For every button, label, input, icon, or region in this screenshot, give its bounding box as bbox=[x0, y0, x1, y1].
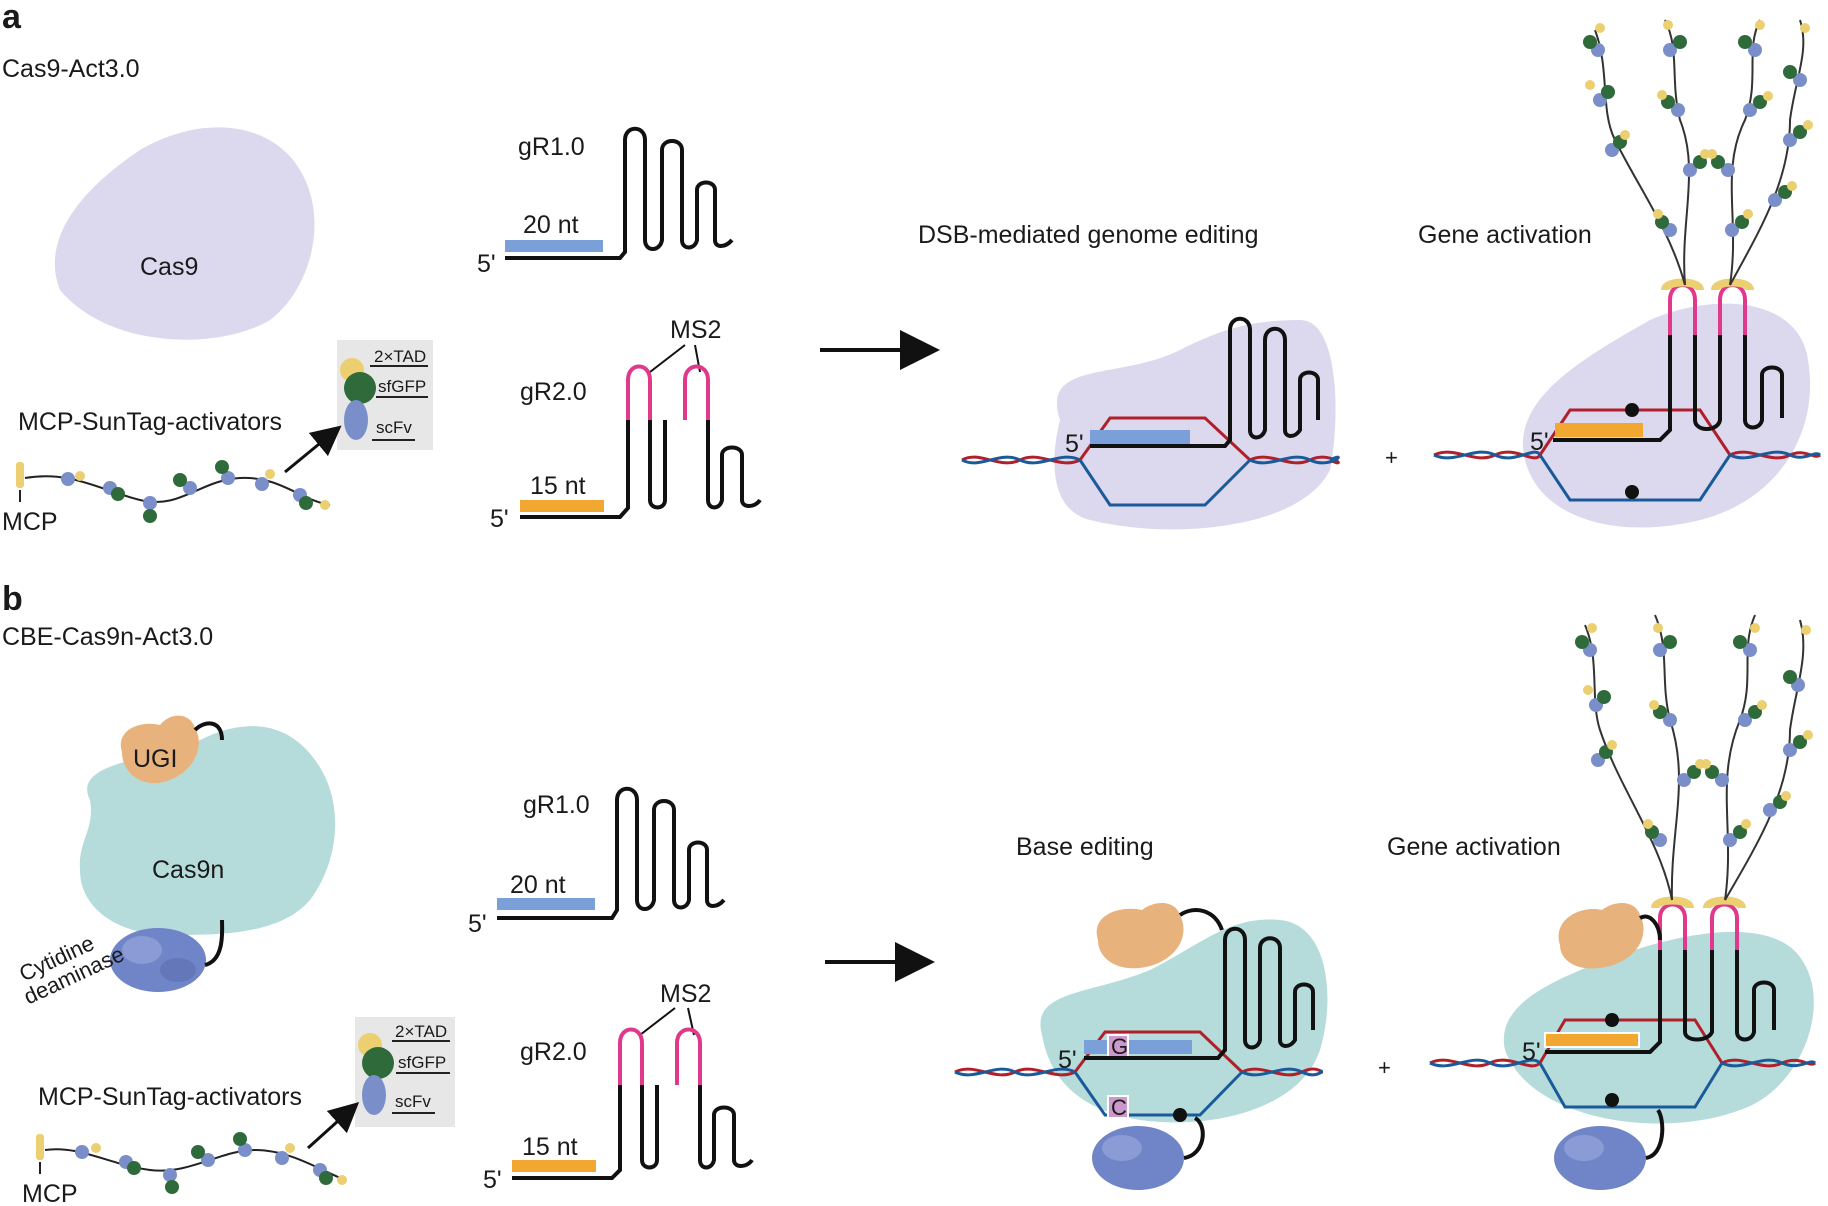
suntag-tree-a bbox=[1583, 19, 1813, 286]
cas9-protein bbox=[54, 127, 315, 340]
legend-b-tad: 2×TAD bbox=[395, 1022, 447, 1041]
activation-complex-b bbox=[1429, 896, 1817, 1190]
guide-gr2-a: MS2 gR2.0 15 nt 5' bbox=[490, 316, 762, 533]
activation-complex-a bbox=[1433, 278, 1822, 528]
legend-b-scfv: scFv bbox=[395, 1092, 431, 1111]
dsb-five-prime: 5' bbox=[1065, 430, 1084, 458]
result-base-title: Base editing bbox=[1016, 833, 1154, 861]
activation-five-prime-a: 5' bbox=[1530, 428, 1549, 456]
result-dsb-title: DSB-mediated genome editing bbox=[918, 221, 1258, 249]
mcp-label: MCP bbox=[2, 508, 58, 536]
guide-gr1-name: gR1.0 bbox=[518, 133, 585, 161]
ugi-domain bbox=[120, 715, 199, 784]
activator-label: MCP-SunTag-activators bbox=[18, 408, 282, 436]
result-activation-title-b: Gene activation bbox=[1387, 833, 1561, 861]
legend-tad: 2×TAD bbox=[374, 347, 426, 366]
guide-b-gr1-spacer-label: 20 nt bbox=[510, 871, 566, 899]
guide-gr2-ms2-label: MS2 bbox=[670, 316, 721, 344]
guide-gr2-five-prime: 5' bbox=[490, 505, 509, 533]
panel-a-construct: Cas9-Act3.0 bbox=[2, 55, 140, 83]
legend-scfv: scFv bbox=[376, 418, 412, 437]
cas9n-protein bbox=[79, 726, 336, 935]
guide-gr1-five-prime: 5' bbox=[477, 250, 496, 278]
base-c-box bbox=[1107, 1095, 1129, 1119]
guide-b-gr2-ms2-label: MS2 bbox=[660, 980, 711, 1008]
legend-sfgfp: sfGFP bbox=[378, 377, 426, 396]
guide-gr1-spacer-label: 20 nt bbox=[523, 211, 579, 239]
base-c-label: C bbox=[1111, 1095, 1127, 1120]
panel-a: a Cas9-Act3.0 Cas9 2×TAD sfGFP scFv MCP-… bbox=[2, 0, 1822, 536]
panel-a-letter: a bbox=[2, 0, 22, 36]
guide-gr1-b: gR1.0 20 nt 5' bbox=[468, 786, 726, 938]
panel-b: b CBE-Cas9n-Act3.0 Cas9n UGI Cytidine de… bbox=[2, 580, 1817, 1206]
base-five-prime: 5' bbox=[1058, 1046, 1077, 1074]
activation-five-prime-b: 5' bbox=[1522, 1038, 1541, 1066]
result-activation-title-a: Gene activation bbox=[1418, 221, 1592, 249]
dsb-complex bbox=[961, 316, 1340, 530]
mcp-label-b: MCP bbox=[22, 1180, 78, 1206]
base-g-label: G bbox=[1111, 1034, 1128, 1059]
guide-b-gr1-five-prime: 5' bbox=[468, 910, 487, 938]
guide-b-gr2-name: gR2.0 bbox=[520, 1038, 587, 1066]
guide-gr2-spacer-label: 15 nt bbox=[530, 472, 586, 500]
guide-b-gr1-name: gR1.0 bbox=[523, 791, 590, 819]
activator-label-b: MCP-SunTag-activators bbox=[38, 1083, 302, 1111]
cas9n-label: Cas9n bbox=[152, 856, 224, 884]
plus-a: + bbox=[1385, 445, 1398, 470]
ugi-label: UGI bbox=[133, 745, 177, 773]
suntag-scaffold-b bbox=[36, 1132, 347, 1194]
activator-legend: 2×TAD sfGFP scFv bbox=[337, 340, 433, 450]
guide-gr1-a: gR1.0 20 nt 5' bbox=[477, 126, 734, 278]
guide-b-gr2-five-prime: 5' bbox=[483, 1166, 502, 1194]
activator-legend-b: 2×TAD sfGFP scFv bbox=[355, 1017, 455, 1127]
panel-b-construct: CBE-Cas9n-Act3.0 bbox=[2, 623, 213, 651]
panel-b-letter: b bbox=[2, 580, 23, 618]
guide-gr2-b: MS2 gR2.0 15 nt 5' bbox=[483, 980, 754, 1194]
cas9-label: Cas9 bbox=[140, 253, 198, 281]
suntag-tree-b bbox=[1575, 614, 1813, 901]
suntag-scaffold bbox=[16, 460, 331, 523]
cytidine-deaminase bbox=[110, 919, 225, 992]
base-editing-complex bbox=[954, 903, 1328, 1190]
plus-b: + bbox=[1378, 1055, 1391, 1080]
guide-gr2-name: gR2.0 bbox=[520, 378, 587, 406]
guide-b-gr2-spacer-label: 15 nt bbox=[522, 1133, 578, 1161]
legend-b-sfgfp: sfGFP bbox=[398, 1053, 446, 1072]
